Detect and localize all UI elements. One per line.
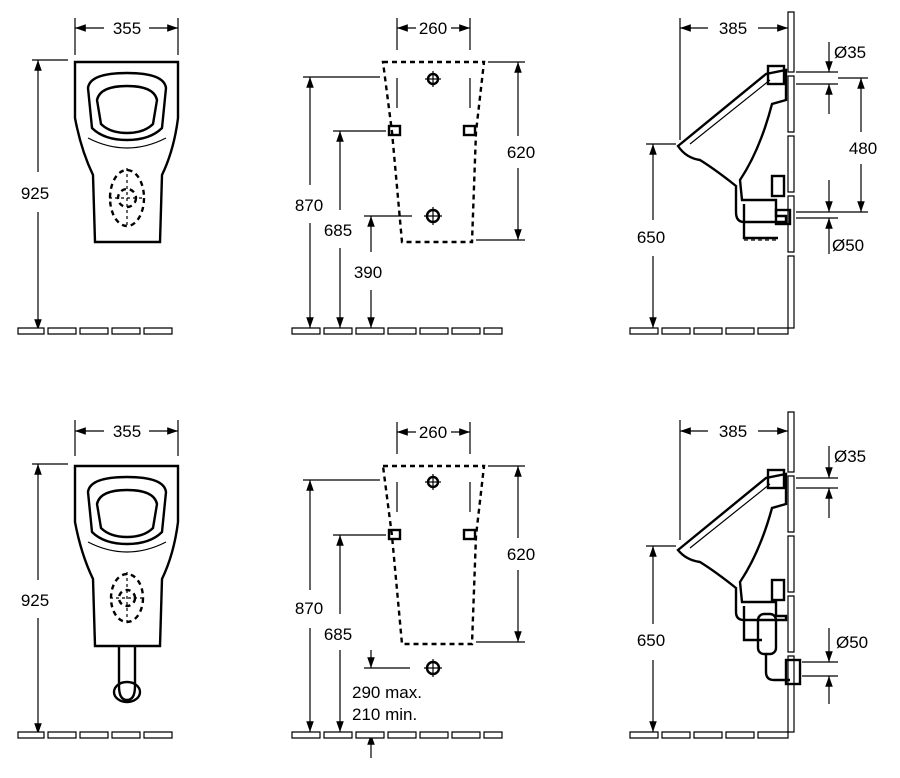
- side-view-top: 385 Ø35 480 Ø50 650: [629, 11, 877, 335]
- plan-view-top: 260 870 685 390 620: [291, 18, 535, 335]
- dim-front-width: 355: [113, 19, 141, 38]
- dim-side-height-b: 650: [637, 631, 665, 650]
- front-view-bottom: 355 925: [17, 420, 180, 739]
- dim-plan-h1: 870: [295, 196, 323, 215]
- dim-plan-max: 290 max.: [352, 683, 422, 702]
- dim-side-height: 650: [637, 228, 665, 247]
- floor-top-plan: [291, 327, 503, 335]
- floor-top-front: [17, 327, 173, 335]
- dim-plan-h2-b: 685: [324, 625, 352, 644]
- dim-side-depth-b: 385: [719, 422, 747, 441]
- dim-plan-h3: 390: [354, 263, 382, 282]
- front-view-top: 355 925: [17, 18, 180, 335]
- floor-bottom-plan: [291, 731, 503, 739]
- floor-bottom-side: [629, 731, 789, 739]
- dim-plan-h1-b: 870: [295, 599, 323, 618]
- dim-side-pipe-bottom: Ø50: [832, 236, 864, 255]
- dim-plan-height-b: 620: [507, 545, 535, 564]
- side-view-bottom: 385 Ø35 Ø50 650: [629, 411, 868, 739]
- dim-side-pipe-top: Ø35: [834, 43, 866, 62]
- dim-side-pipe-top-b: Ø35: [834, 447, 866, 466]
- dim-plan-width-b: 260: [419, 423, 447, 442]
- dim-plan-width: 260: [419, 19, 447, 38]
- plan-view-bottom: 260 870 685 290 max. 210 min. 620: [291, 422, 535, 758]
- wall-bottom: [787, 411, 795, 733]
- dim-front-width-b: 355: [113, 422, 141, 441]
- floor-bottom-front: [17, 731, 173, 739]
- dim-side-pipe-bottom-b: Ø50: [836, 633, 868, 652]
- wall-top: [787, 11, 795, 329]
- dim-side-spacing: 480: [849, 139, 877, 158]
- floor-top-side: [629, 327, 789, 335]
- dim-side-depth: 385: [719, 19, 747, 38]
- dim-plan-min: 210 min.: [352, 705, 417, 724]
- dim-front-height: 925: [21, 184, 49, 203]
- dim-plan-height: 620: [507, 143, 535, 162]
- dim-plan-h2: 685: [324, 221, 352, 240]
- dim-front-height-b: 925: [21, 591, 49, 610]
